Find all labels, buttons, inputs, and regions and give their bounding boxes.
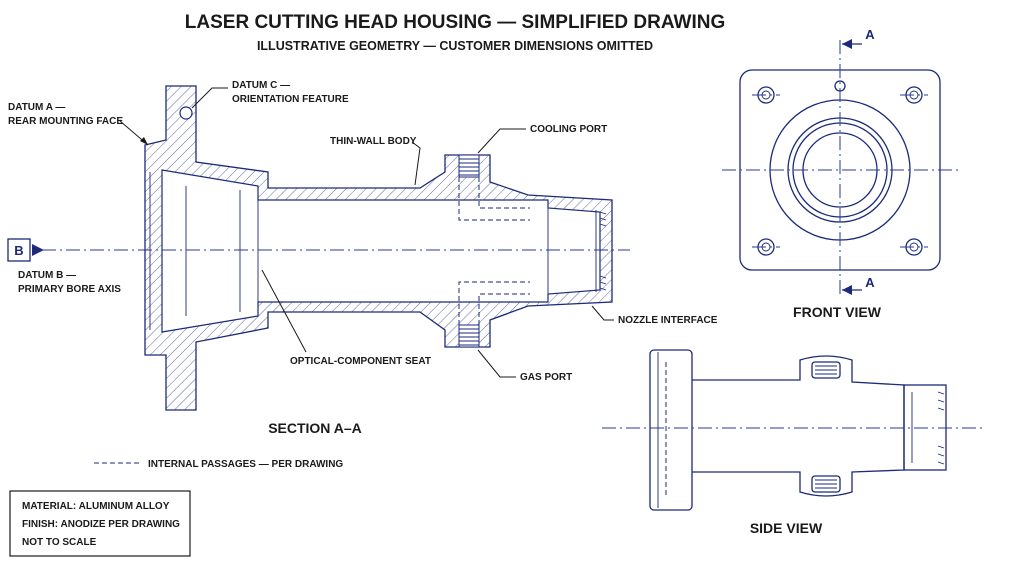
front-view: A A FRONT VIEW [722,27,958,320]
section-a-a-view: B [7,85,630,411]
gas-port-thread [458,324,480,348]
side-body [692,355,905,497]
datum-b-label-1: DATUM B — [18,270,76,281]
legend-hidden-lines: INTERNAL PASSAGES — PER DRAWING [148,459,343,470]
datum-a-label-1: DATUM A — [8,102,65,113]
datum-a-label-2: REAR MOUNTING FACE [8,116,123,127]
section-marker-bottom: A [865,275,875,290]
datum-b-letter: B [14,243,23,258]
datum-c-label-1: DATUM C — [232,80,290,91]
thin-wall-label: THIN-WALL BODY [330,136,417,147]
optical-seat-label: OPTICAL-COMPONENT SEAT [290,356,431,367]
section-marker-top: A [865,27,875,42]
drawing-subtitle: ILLUSTRATIVE GEOMETRY — CUSTOMER DIMENSI… [257,39,653,53]
section-view-name: SECTION A–A [268,420,362,436]
datum-c-hole [179,106,193,120]
side-view: SIDE VIEW [602,349,982,536]
nozzle-interface-label: NOZZLE INTERFACE [618,315,718,326]
cooling-port-thread [458,154,480,178]
side-flange [649,349,693,511]
side-top-port [811,361,841,379]
datum-b-box [7,238,31,262]
notes-box [9,490,191,557]
note-finish: FINISH: ANODIZE PER DRAWING [22,519,180,530]
side-bottom-port [811,475,841,493]
side-view-name: SIDE VIEW [750,520,823,536]
internal-passage-bottom [458,281,530,325]
note-material: MATERIAL: ALUMINUM ALLOY [22,501,170,512]
cooling-port-label: COOLING PORT [530,124,607,135]
gas-port-label: GAS PORT [520,372,572,383]
datum-b-arrow [32,244,44,256]
notes-block: MATERIAL: ALUMINUM ALLOY FINISH: ANODIZE… [9,490,191,557]
note-scale: NOT TO SCALE [22,537,97,548]
internal-passage-top [458,177,530,221]
front-view-name: FRONT VIEW [793,304,882,320]
section-annotations: DATUM A — REAR MOUNTING FACE DATUM C — O… [8,80,718,470]
drawing-title: LASER CUTTING HEAD HOUSING — SIMPLIFIED … [185,12,725,33]
datum-c-label-2: ORIENTATION FEATURE [232,94,349,105]
datum-b-label-2: PRIMARY BORE AXIS [18,284,121,295]
